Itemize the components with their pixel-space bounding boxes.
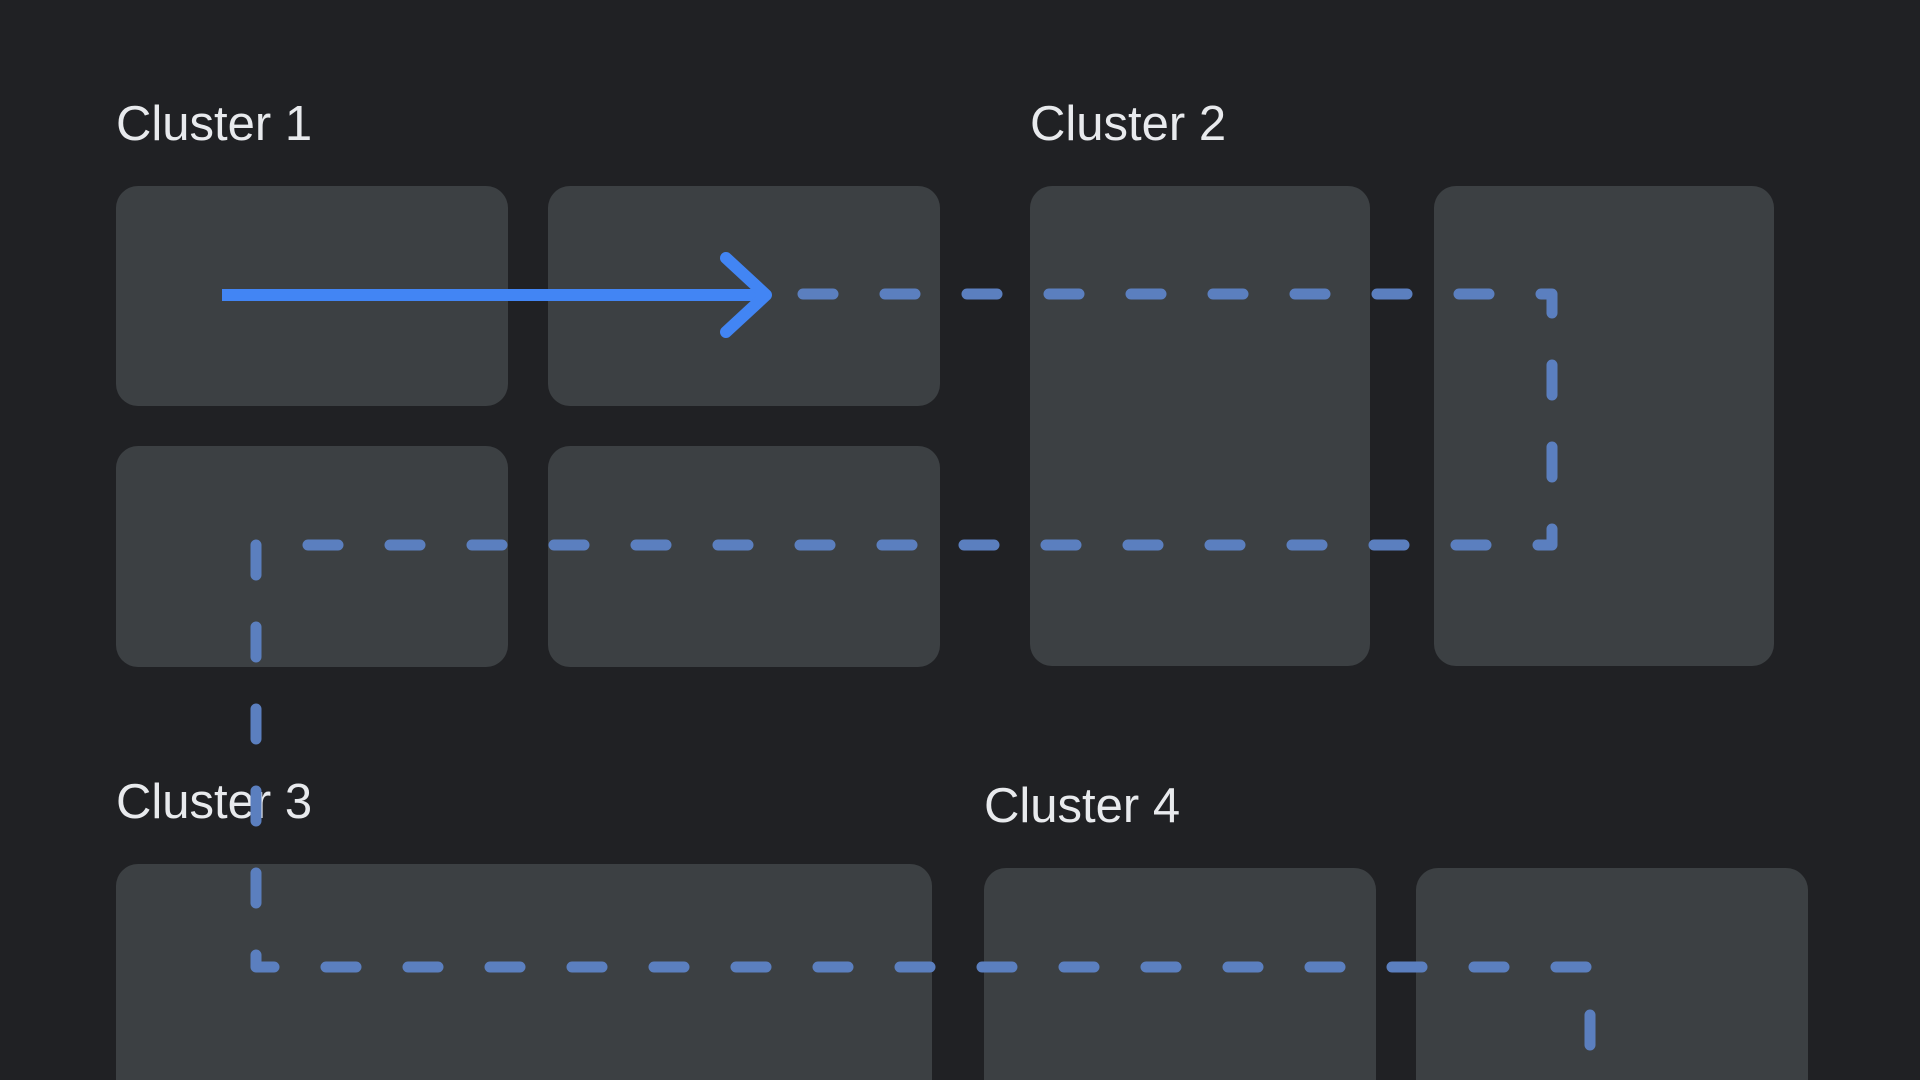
cluster-3-label: Cluster 3 (116, 775, 313, 829)
cluster-3-card-1[interactable] (116, 864, 932, 1080)
cluster-2-label: Cluster 2 (1030, 97, 1227, 151)
cluster-1-label: Cluster 1 (116, 97, 313, 151)
cluster-1-card-4[interactable] (548, 446, 940, 667)
cluster-4-label: Cluster 4 (984, 779, 1181, 833)
cluster-2-card-2[interactable] (1434, 186, 1774, 666)
cluster-4-card-2[interactable] (1416, 868, 1808, 1080)
cluster-4-card-1[interactable] (984, 868, 1376, 1080)
cluster-1-card-2[interactable] (548, 186, 940, 406)
cluster-2-card-1[interactable] (1030, 186, 1370, 666)
cluster-1-card-3[interactable] (116, 446, 508, 667)
cluster-1-card-1[interactable] (116, 186, 508, 406)
